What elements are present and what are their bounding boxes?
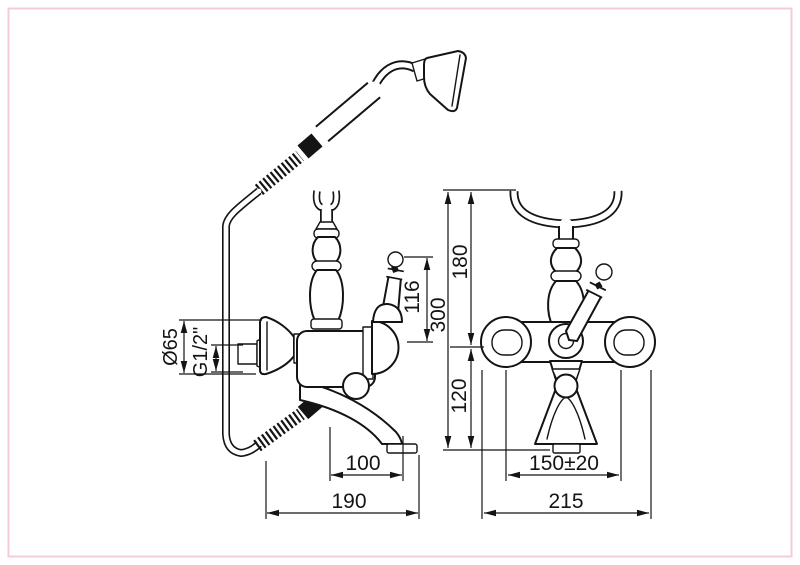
hose-ribbed-section xyxy=(253,408,305,452)
dim-label-handle-height: 116 xyxy=(401,280,424,313)
shower-cradle-front xyxy=(509,188,623,247)
shower-head xyxy=(423,50,467,113)
dim-label-upper-height: 180 xyxy=(449,244,472,279)
dim-label-spout-reach: 100 xyxy=(345,452,380,475)
diverter-knob-side xyxy=(342,372,370,400)
right-inlet-lobe xyxy=(604,316,656,368)
hose-coupling-band xyxy=(297,133,323,159)
flange-bell xyxy=(259,316,295,376)
left-inlet-lobe xyxy=(480,316,532,368)
mixer-body-front xyxy=(480,316,656,381)
dim-label-lower-height: 120 xyxy=(448,378,471,413)
dim-label-inlet-spacing: 150±20 xyxy=(529,452,599,475)
shower-cradle-side xyxy=(309,188,344,330)
dimension-upper-height: 180 xyxy=(449,192,475,345)
spout-outlet xyxy=(552,443,581,454)
dim-label-flange-diameter: Ø65 xyxy=(160,328,182,366)
dimension-spout-reach: 100 xyxy=(329,427,404,481)
tub-spout-side xyxy=(299,380,418,454)
lever-handle-side xyxy=(372,251,407,323)
dim-label-thread: G1/2" xyxy=(190,327,212,377)
dimension-total-height: 300 xyxy=(427,189,550,451)
front-view: 300 180 120 150±20 215 xyxy=(427,188,656,519)
dimension-inlet-spacing: 150±20 xyxy=(505,370,622,481)
dimension-thread: G1/2" xyxy=(190,327,243,377)
hose-ribbed-section xyxy=(254,150,305,196)
page-border xyxy=(7,7,793,558)
dimension-total-width: 215 xyxy=(481,370,652,519)
dim-label-total-height: 300 xyxy=(427,297,450,332)
spout-front xyxy=(534,368,598,454)
dimension-lower-height: 120 xyxy=(448,349,475,448)
dimension-total-depth: 190 xyxy=(265,455,420,519)
lever-knob xyxy=(387,251,404,268)
lever-knob xyxy=(595,263,613,281)
aerator xyxy=(386,443,418,454)
body-end-cap xyxy=(371,320,400,375)
dim-label-total-depth: 190 xyxy=(331,490,366,513)
dim-label-total-width: 215 xyxy=(548,490,583,513)
dimension-flange-diameter: Ø65 xyxy=(160,319,262,375)
side-view: Ø65 G1/2" 116 100 190 xyxy=(160,50,467,519)
wall-flange xyxy=(237,316,304,376)
thread-nut xyxy=(237,343,258,365)
diverter-ball xyxy=(553,373,579,399)
lever-handle-front xyxy=(565,263,613,342)
hand-shower xyxy=(254,50,467,196)
dimension-handle-height: 116 xyxy=(401,256,433,343)
